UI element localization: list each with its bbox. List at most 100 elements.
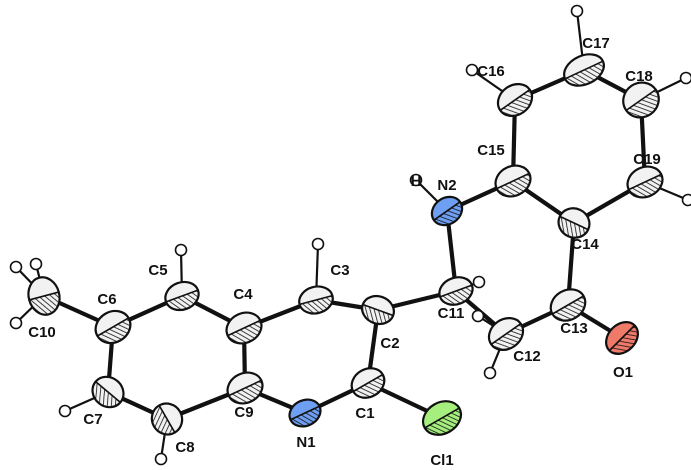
hydrogen-atom-H10B <box>9 316 23 330</box>
atom-label-C6: C6 <box>97 291 116 308</box>
atom-C7 <box>91 375 125 409</box>
atom-principal-arc-Cl1 <box>422 403 435 429</box>
atom-principal-arc-C11 <box>438 277 452 298</box>
atom-principal-axis-C12 <box>490 323 522 345</box>
atom-C15 <box>494 164 532 198</box>
hydrogen-atom-H8 <box>154 452 168 466</box>
atom-principal-axis-C19 <box>628 173 662 191</box>
atom-principal-axis-C8 <box>158 405 176 433</box>
atom-label-C16: C16 <box>477 63 505 80</box>
atom-label-N2: N2 <box>437 177 456 194</box>
hydrogen-atom-H17 <box>570 4 584 18</box>
atom-principal-arc-C10 <box>27 277 40 301</box>
hydrogen-atom-H19 <box>681 193 691 207</box>
atom-label-C13: C13 <box>560 320 588 337</box>
atom-octant-C17 <box>565 61 604 86</box>
atom-label-C4: C4 <box>233 286 253 303</box>
atom-octant-C5 <box>166 290 199 311</box>
atom-Cl1 <box>421 400 463 436</box>
hydrogen-atom-H2 <box>409 173 423 187</box>
atom-principal-arc-N1 <box>288 400 300 421</box>
atom-label-C12: C12 <box>513 348 541 365</box>
atom-octant-C16 <box>500 89 532 116</box>
atom-label-C11: C11 <box>438 305 465 322</box>
atom-label-O1: O1 <box>613 364 633 381</box>
atom-label-C7: C7 <box>83 411 102 428</box>
hydrogen-atom-H12A <box>483 366 497 380</box>
atom-C4 <box>225 311 263 345</box>
atom-principal-arc-C8 <box>158 402 181 412</box>
hydrogen-atom-H16 <box>465 63 479 77</box>
atom-principal-axis-C17 <box>564 60 604 80</box>
atom-principal-arc-C18 <box>622 85 632 111</box>
atom-N2 <box>430 195 464 227</box>
hydrogen-atom-layer <box>9 4 691 466</box>
atom-label-C14: C14 <box>571 236 599 253</box>
atom-octant-C10 <box>29 292 60 315</box>
atom-principal-arc-C2 <box>362 295 383 305</box>
hydrogen-atom-H11 <box>472 275 486 289</box>
atom-principal-axis-Cl1 <box>424 407 460 429</box>
atom-C19 <box>626 165 664 199</box>
atom-C5 <box>164 280 200 312</box>
atom-octant-C14 <box>558 216 589 238</box>
hydrogen-atom-H10C <box>29 257 43 271</box>
atom-O1 <box>605 321 639 355</box>
atom-principal-axis-C16 <box>499 89 531 111</box>
atom-label-C17: C17 <box>582 35 610 52</box>
atom-principal-axis-C5 <box>165 289 199 303</box>
atom-principal-arc-C14 <box>559 207 581 217</box>
atom-octant-C2 <box>362 304 394 324</box>
atom-C1 <box>350 367 386 399</box>
hydrogen-atom-H7 <box>58 404 72 418</box>
atom-label-C3: C3 <box>330 262 349 279</box>
atom-octant-C15 <box>496 173 531 197</box>
atom-principal-arc-C3 <box>298 286 313 305</box>
atom-octant-C11 <box>440 285 473 305</box>
atom-principal-axis-N1 <box>290 405 320 421</box>
hydrogen-atom-H5 <box>174 243 188 257</box>
atom-label-Cl1: Cl1 <box>430 452 453 469</box>
atom-label-H2: H <box>411 173 422 190</box>
atom-label-C18: C18 <box>625 68 653 85</box>
atom-octant-C9 <box>228 380 263 404</box>
atom-octant-C3 <box>299 295 333 314</box>
atom-principal-arc-C1 <box>351 370 362 392</box>
atom-principal-axis-C15 <box>496 172 530 190</box>
atom-principal-axis-C2 <box>362 303 394 317</box>
label-layer: C1C2C3C4C5C6C7C8C9C10C11C12C13C14C15C16C… <box>28 35 661 469</box>
atom-octant-Cl1 <box>424 408 461 435</box>
atom-principal-arc-C5 <box>164 282 178 303</box>
atom-principal-arc-C7 <box>95 376 118 383</box>
atom-C11 <box>438 276 474 306</box>
atom-principal-axis-C7 <box>95 381 121 403</box>
atom-C16 <box>496 83 534 117</box>
atom-principal-axis-C10 <box>29 291 59 301</box>
atom-layer <box>27 53 664 436</box>
bond-layer <box>41 67 648 422</box>
atom-C13 <box>549 288 587 322</box>
atom-label-C9: C9 <box>234 404 253 421</box>
atom-C9 <box>226 371 264 405</box>
atom-principal-arc-C4 <box>225 313 239 336</box>
atom-principal-axis-C3 <box>299 294 333 306</box>
hydrogen-atom-H18 <box>679 71 691 85</box>
atom-principal-arc-C6 <box>94 313 106 337</box>
hydrogen-atom-H3 <box>311 237 325 251</box>
atom-C6 <box>94 309 132 345</box>
atom-principal-axis-O1 <box>608 324 636 352</box>
atom-C2 <box>361 294 395 326</box>
atom-C8 <box>150 402 184 436</box>
atom-principal-arc-O1 <box>605 327 613 352</box>
atom-principal-arc-C19 <box>626 167 640 190</box>
atom-label-C5: C5 <box>148 262 167 279</box>
atom-principal-axis-C14 <box>559 215 589 231</box>
atom-principal-arc-C15 <box>494 166 508 189</box>
atom-C10 <box>27 276 61 316</box>
hydrogen-atom-H10A <box>9 260 23 274</box>
atom-octant-C7 <box>92 381 121 408</box>
atom-principal-arc-C12 <box>488 321 498 345</box>
atom-principal-arc-C9 <box>226 373 240 396</box>
atom-label-N1: N1 <box>296 434 315 451</box>
